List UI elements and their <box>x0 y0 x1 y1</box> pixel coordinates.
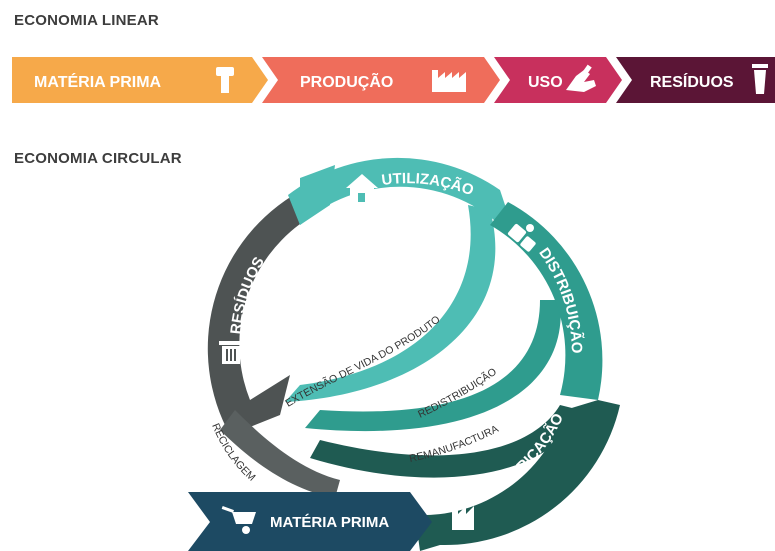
house-icon <box>346 174 378 202</box>
circular-economy-title: ECONOMIA CIRCULAR <box>14 150 182 167</box>
linear-step-chevron <box>12 57 268 103</box>
loop-extensao-arrow <box>285 205 496 402</box>
stage-utilizacao-arc <box>288 157 508 225</box>
stage-materia-prima-label: MATÉRIA PRIMA <box>270 514 389 531</box>
linear-step-label: PRODUÇÃO <box>300 71 393 91</box>
hand-icon <box>566 64 596 92</box>
raw-material-icon <box>216 67 234 93</box>
stage-utilizacao-arrowhead <box>300 165 335 225</box>
linear-step-label: RESÍDUOS <box>650 72 734 91</box>
linear-step-residuos: RESÍDUOS <box>616 57 775 103</box>
distribution-icon <box>507 223 536 252</box>
trash-icon <box>752 64 768 94</box>
stage-residuos-arc <box>207 196 300 435</box>
wheelbarrow-icon <box>221 506 256 534</box>
linear-step-label: USO <box>528 74 563 91</box>
stage-fabricacao-arc <box>415 400 620 551</box>
linear-economy-title: ECONOMIA LINEAR <box>14 12 159 29</box>
stage-materia-prima-banner <box>188 492 432 551</box>
factory-icon <box>432 70 466 92</box>
linear-step-producao: PRODUÇÃO <box>262 57 500 103</box>
loop-redistribuicao-arrow <box>305 300 561 432</box>
loop-remanufactura-arrow <box>310 405 580 478</box>
factory-icon <box>452 505 474 530</box>
linear-step-uso: USO <box>494 57 622 103</box>
loop-reciclagem-arrow <box>220 410 340 498</box>
trash-icon <box>219 341 243 364</box>
stage-distribuicao-arc <box>490 202 603 400</box>
linear-step-label: MATÉRIA PRIMA <box>34 72 162 91</box>
linear-step-chevron <box>616 57 775 103</box>
linear-step-materia-prima: MATÉRIA PRIMA <box>12 57 268 103</box>
